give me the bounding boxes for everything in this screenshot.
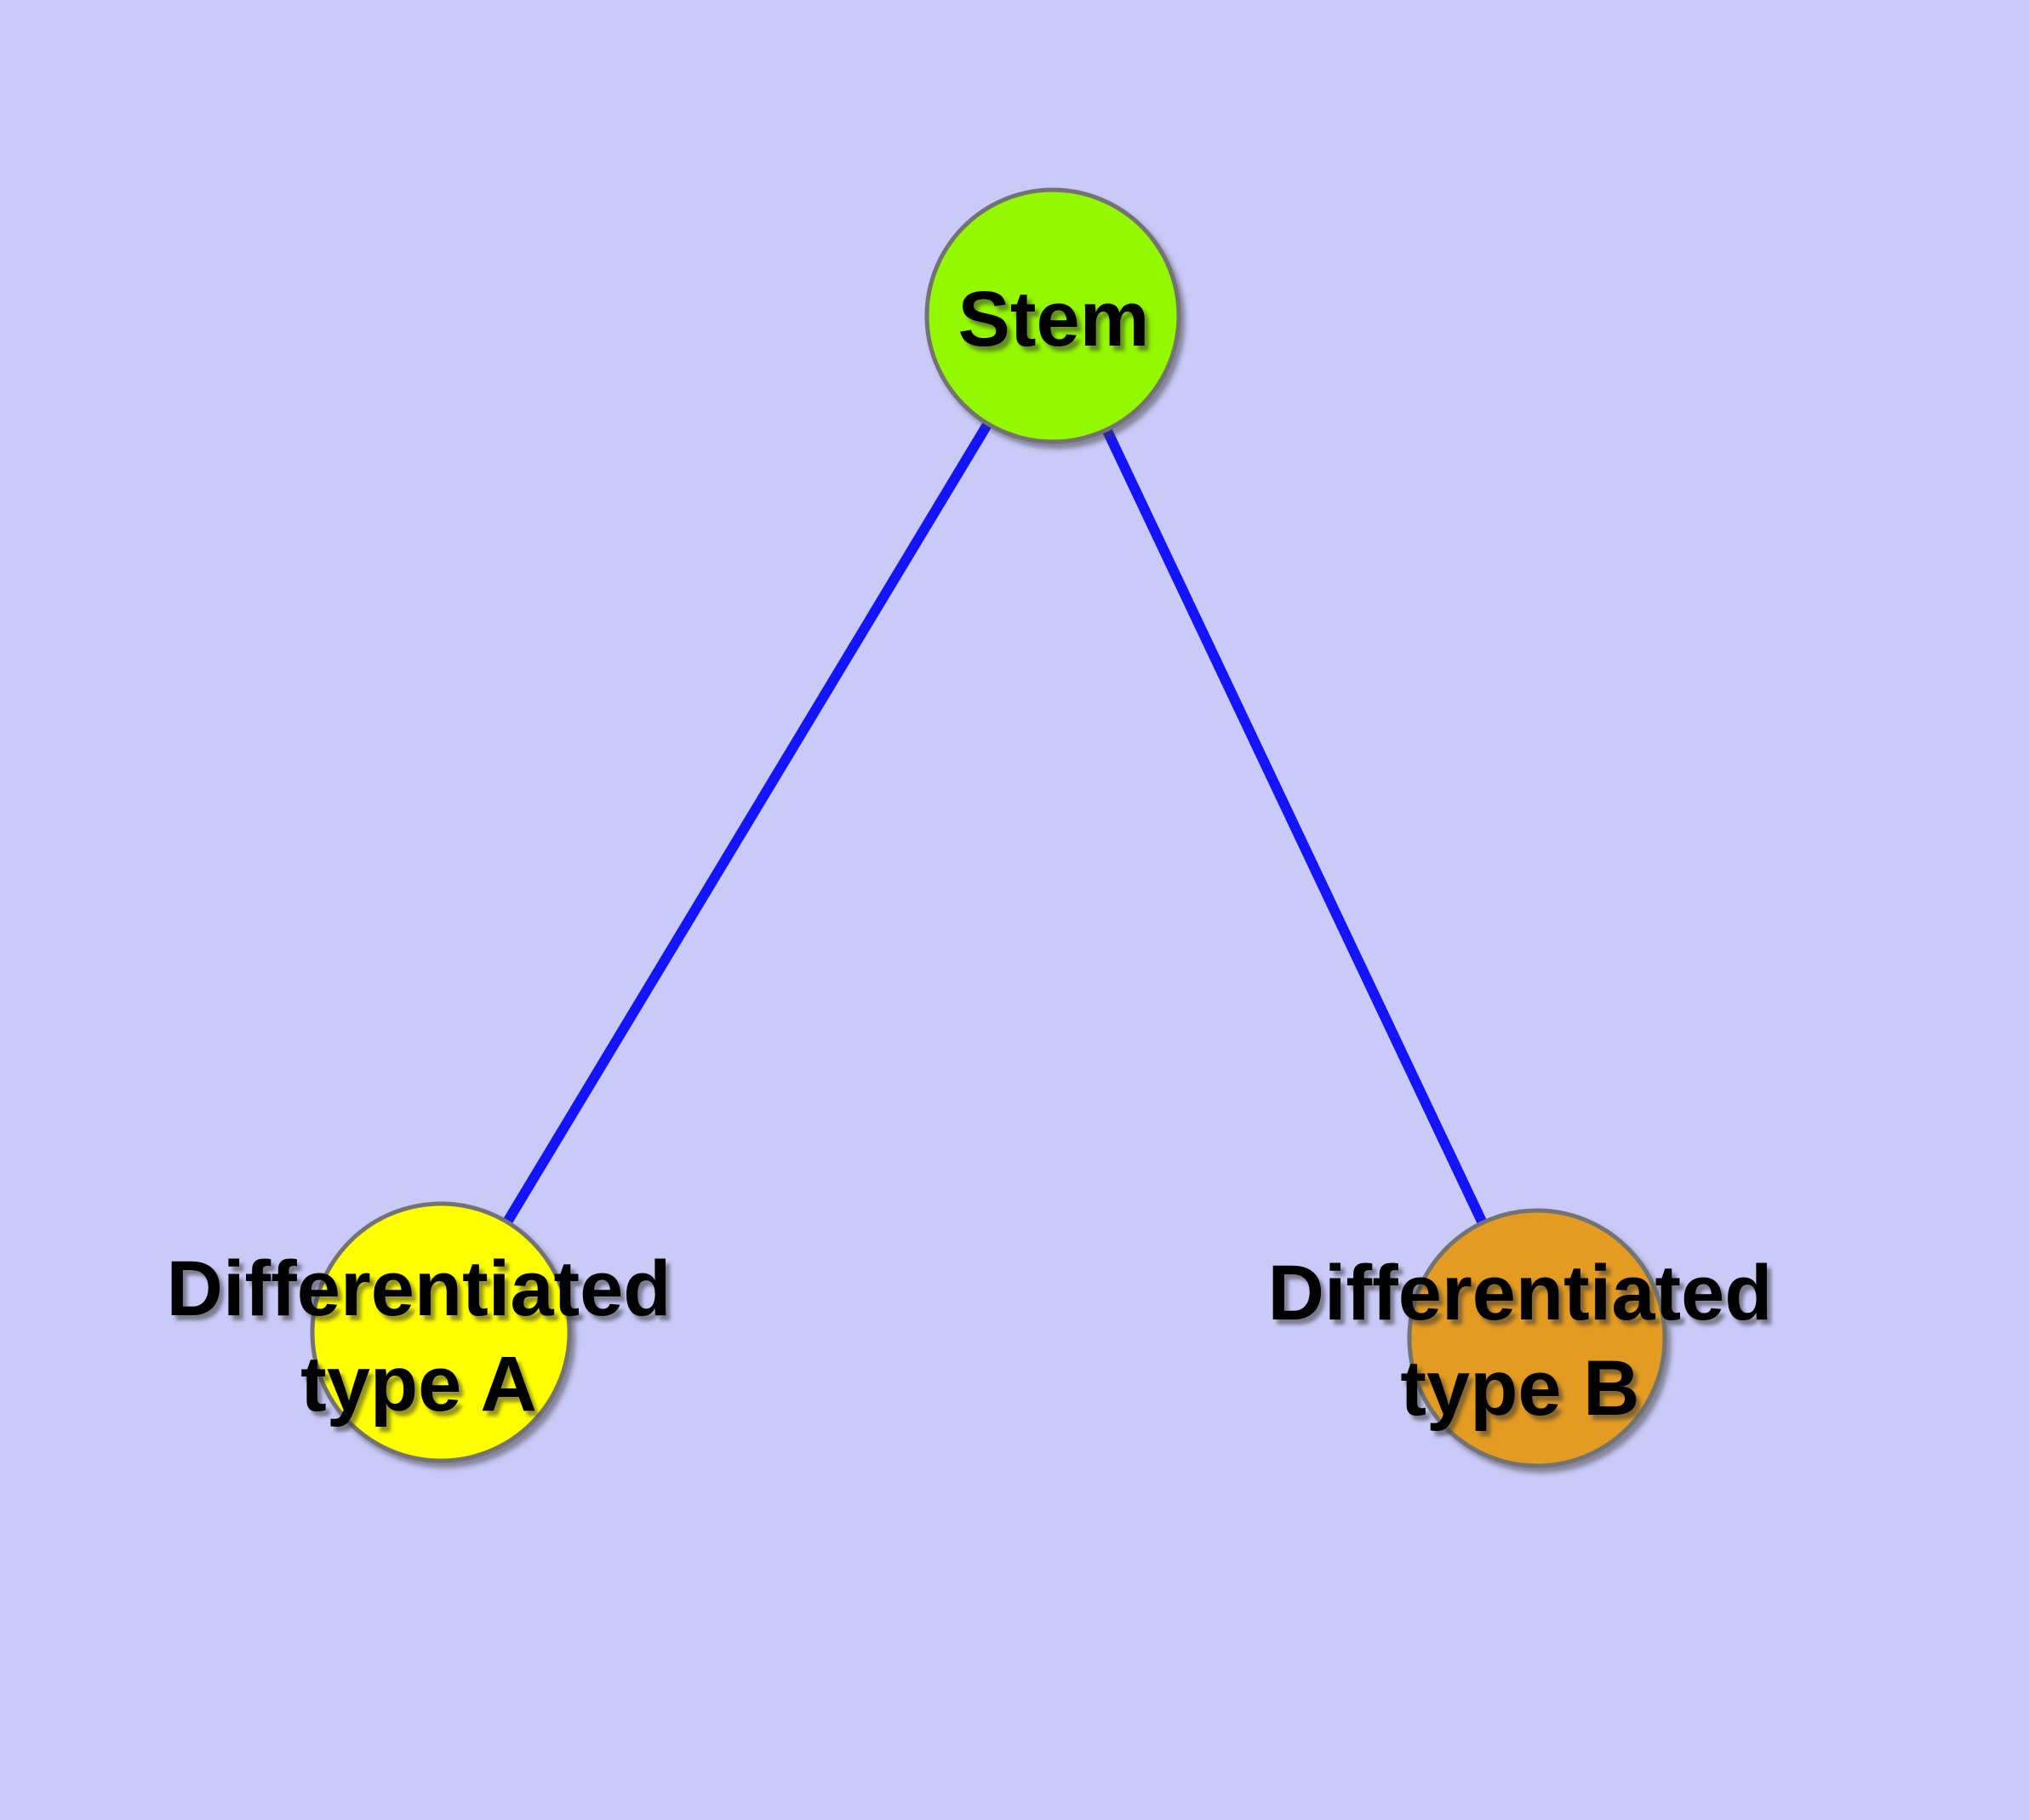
- edge-stem-diff-b: [1048, 313, 1542, 1341]
- node-diff-b[interactable]: [1407, 1208, 1667, 1468]
- node-stem[interactable]: [924, 187, 1181, 444]
- node-diff-a[interactable]: [310, 1201, 572, 1463]
- edge-stem-diff-a: [436, 312, 1058, 1336]
